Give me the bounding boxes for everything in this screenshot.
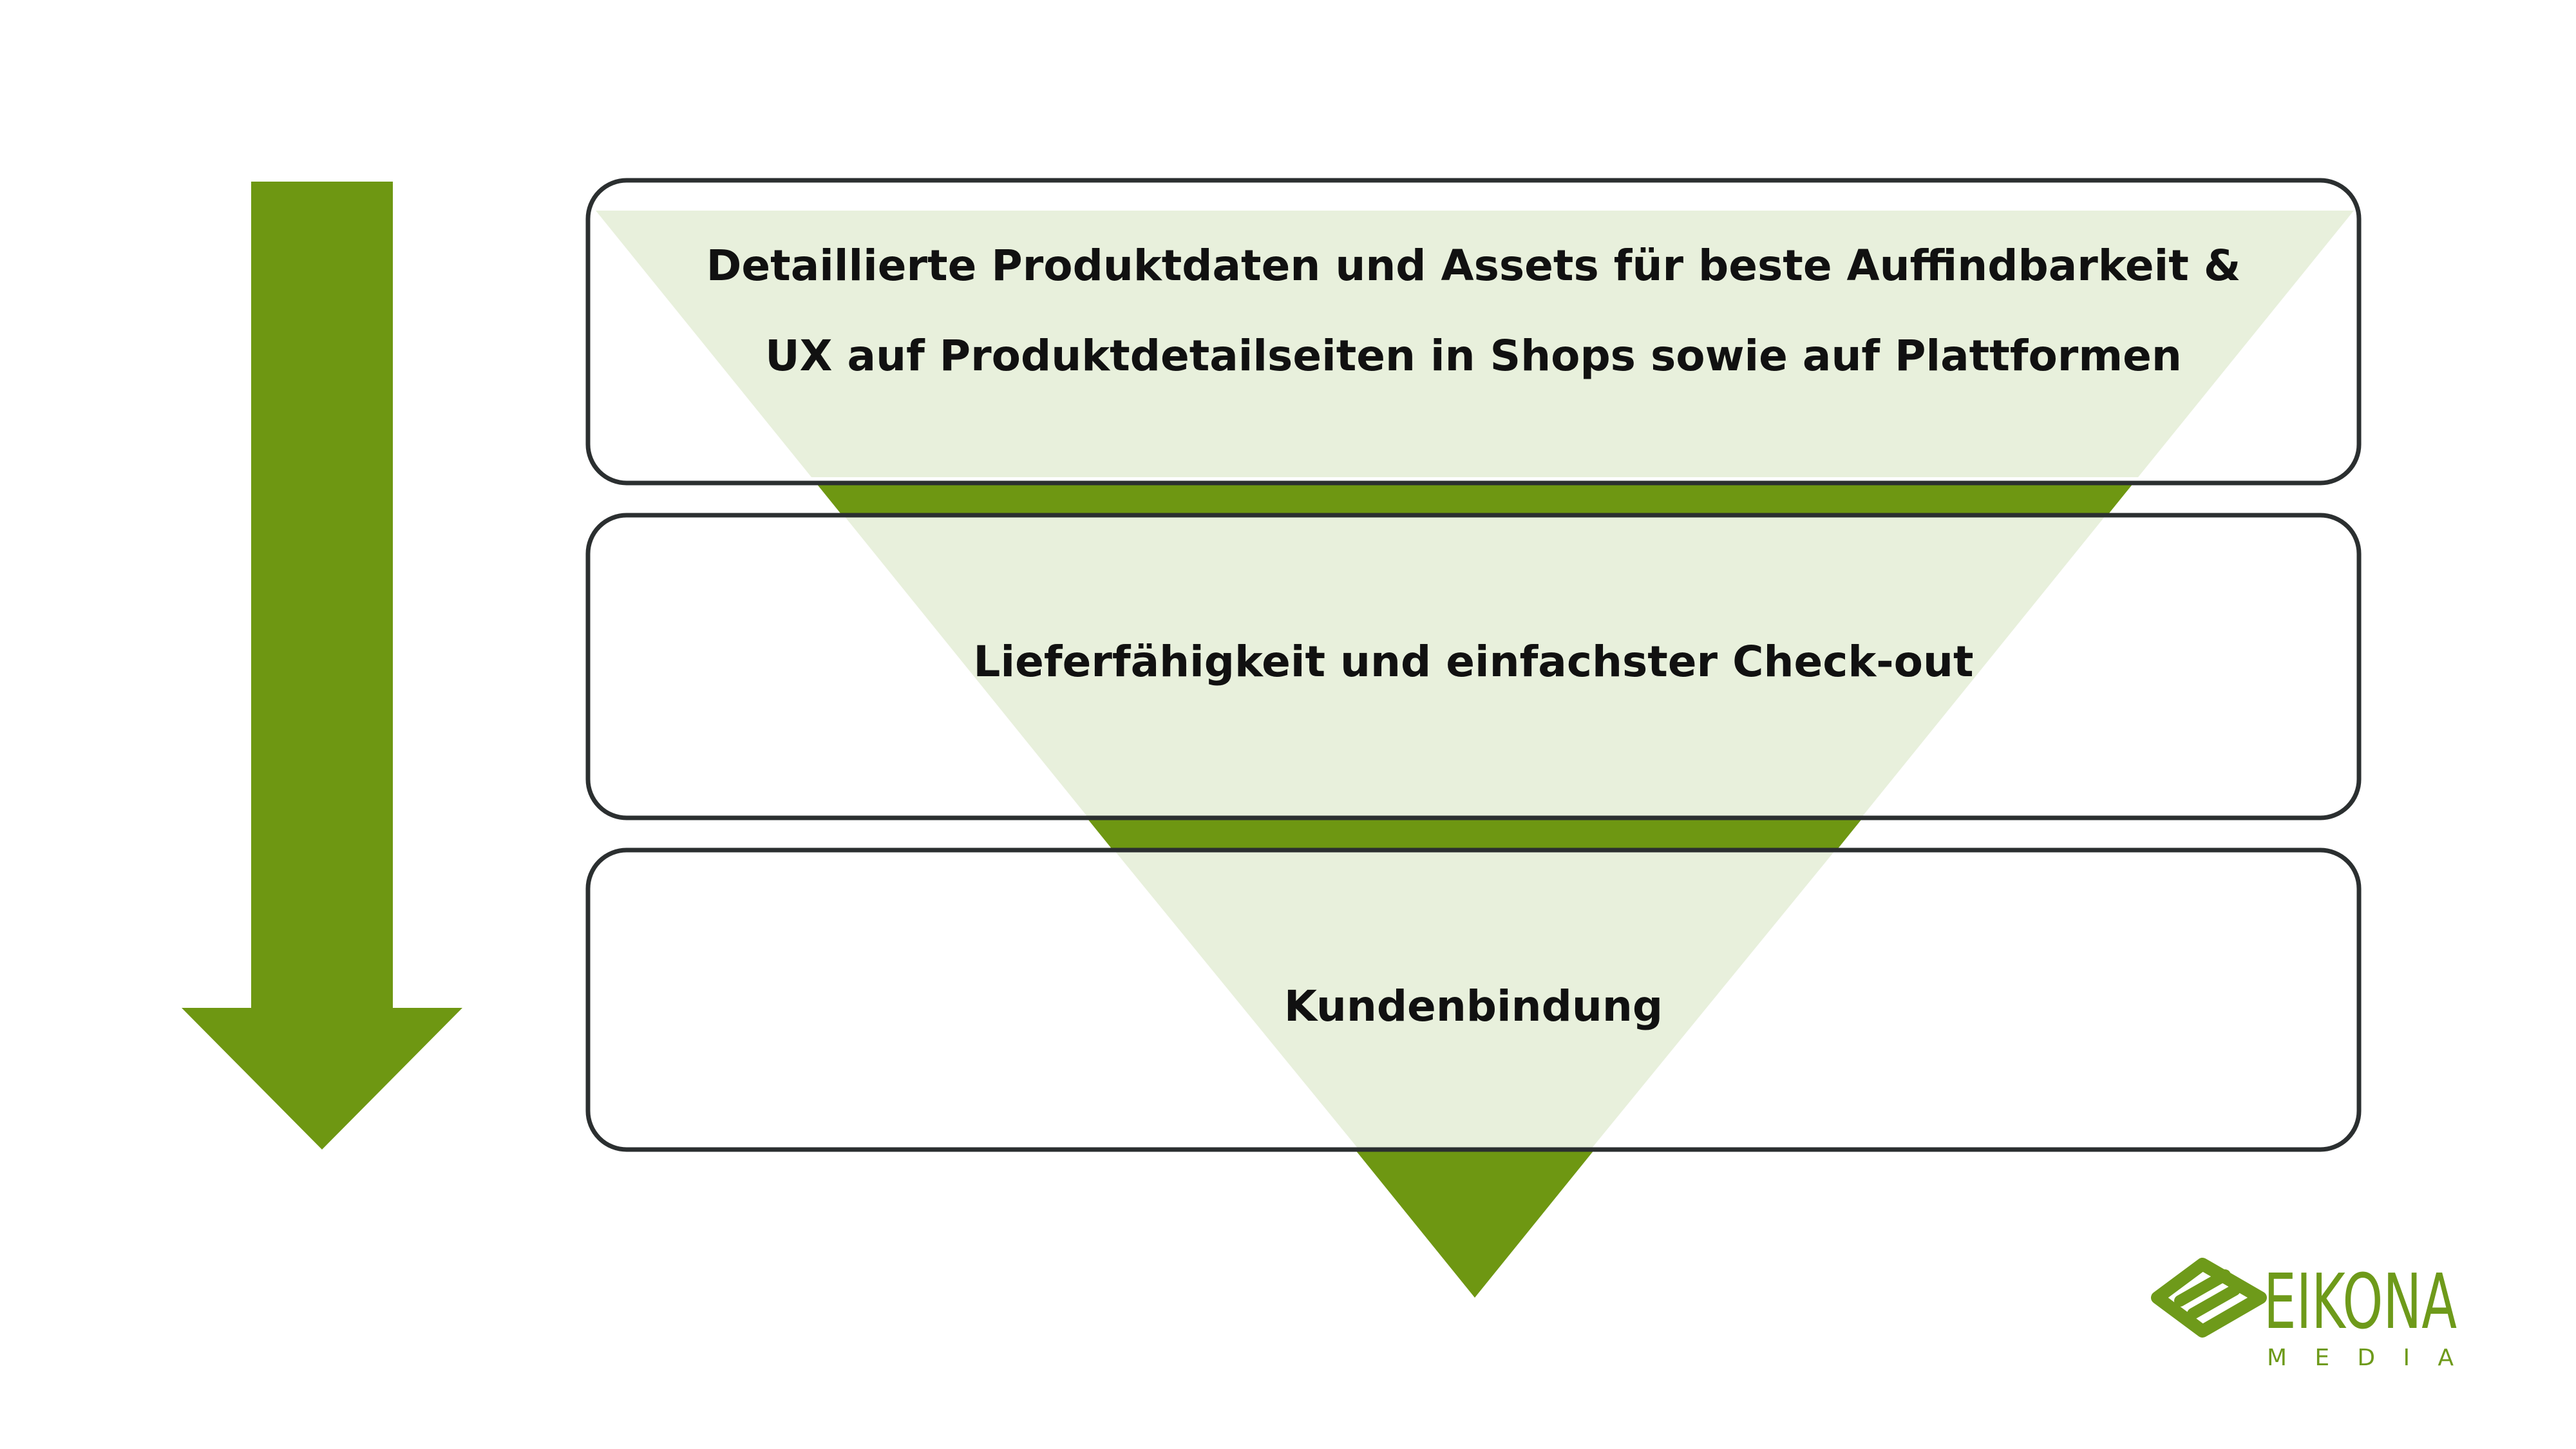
- stage-2-line-1: Lieferfähigkeit und einfachster Check-ou…: [973, 637, 1973, 687]
- funnel-segment-3: [1114, 850, 1835, 1150]
- stage-1-line-1: Detaillierte Produktdaten und Assets für…: [706, 241, 2241, 290]
- stage-box-1: Detaillierte Produktdaten und Assets für…: [585, 178, 2362, 486]
- logo-wordmark: EIKONA: [2264, 1257, 2457, 1346]
- stage-box-2: Lieferfähigkeit und einfachster Check-ou…: [585, 513, 2362, 820]
- funnel-segment-1: [596, 211, 2354, 477]
- logo-subtitle: MEDIA: [2267, 1345, 2454, 1371]
- stage-3-line-1: Kundenbindung: [1284, 981, 1663, 1031]
- eikona-logo: EIKONA MEDIA: [2151, 1257, 2457, 1371]
- eikona-logo-mark-icon: [2151, 1258, 2267, 1338]
- down-arrow-icon: [182, 182, 462, 1150]
- stage-box-3: Kundenbindung: [585, 848, 2362, 1152]
- funnel-segment-2: [844, 515, 2106, 818]
- stage-1-line-2: UX auf Produktdetailseiten in Shops sowi…: [765, 331, 2182, 381]
